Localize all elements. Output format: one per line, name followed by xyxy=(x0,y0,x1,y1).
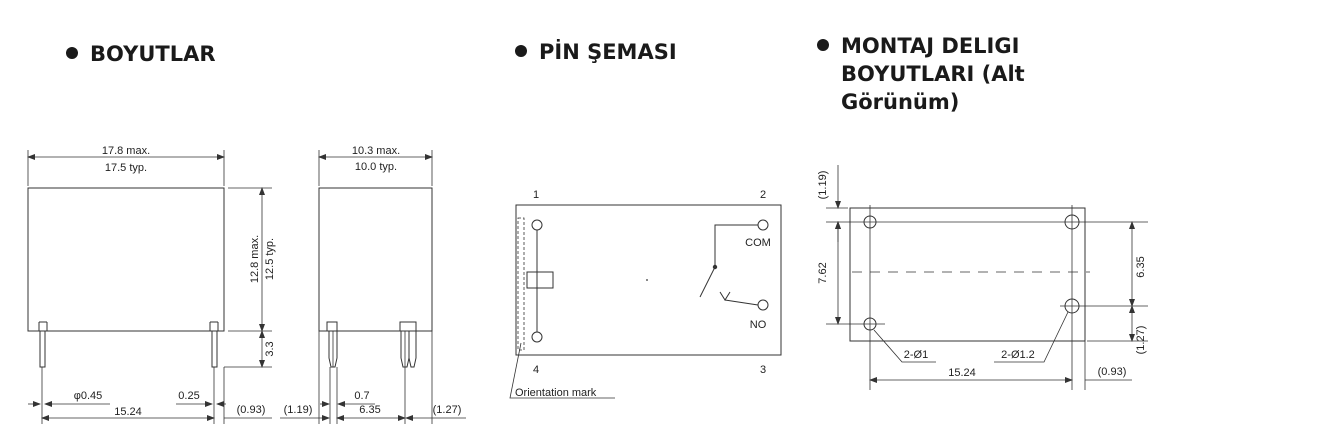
pin-diagram-outline xyxy=(515,204,782,356)
mount-height: 7.62 xyxy=(817,262,829,283)
relay-body-side xyxy=(318,187,433,332)
front-pin-right xyxy=(211,330,218,368)
coil-symbol xyxy=(526,271,554,289)
side-pin-width: 0.7 xyxy=(354,390,369,402)
pin-4-circle xyxy=(531,331,543,343)
pin-4-label: 4 xyxy=(533,364,539,376)
mount-width: 15.24 xyxy=(948,367,976,379)
com-label: COM xyxy=(745,237,771,249)
mount-bottom-offset: (1.27) xyxy=(1135,326,1147,355)
pin-1-circle xyxy=(531,219,543,231)
relay-body-front xyxy=(27,187,225,332)
front-pin-thickness: 0.25 xyxy=(178,390,199,402)
no-contact xyxy=(719,291,731,301)
mount-right-offset: (0.93) xyxy=(1098,366,1127,378)
bullet-icon xyxy=(66,47,78,59)
mounting-outline xyxy=(849,207,1086,342)
side-pin-pitch: 6.35 xyxy=(359,404,380,416)
front-width-typ: 17.5 typ. xyxy=(105,162,147,174)
orientation-mark-band xyxy=(517,217,525,351)
front-offset: (0.93) xyxy=(237,404,266,416)
hole-small-leader xyxy=(873,329,936,363)
mounting-view: (1.19) 7.62 6.35 (1.27) 2-Ø1 2-Ø1.2 15.2… xyxy=(817,165,1148,390)
side-view: 10.3 max. 10.0 typ. 0.7 (1.19) xyxy=(280,145,466,424)
orientation-mark-leader xyxy=(509,342,615,399)
side-pin-right-b xyxy=(408,331,417,368)
front-pin-diameter: φ0.45 xyxy=(74,390,103,402)
heading-mounting-holes: MONTAJ DELIGI BOYUTLARI (Alt Görünüm) xyxy=(817,32,1025,116)
pin-2-label: 2 xyxy=(760,189,766,201)
bullet-icon xyxy=(817,39,829,51)
front-pin-pitch: 15.24 xyxy=(114,406,142,418)
heading-pin-diagram: PİN ŞEMASI xyxy=(515,38,677,66)
side-depth-typ: 10.0 typ. xyxy=(355,161,397,173)
pin-1-label: 1 xyxy=(533,189,539,201)
switch-arm xyxy=(699,266,716,298)
front-view: 17.8 max. 17.5 typ. 12.8 max. 12.5 typ. … xyxy=(27,145,276,424)
bullet-icon xyxy=(515,45,527,57)
front-pin-length: 3.3 xyxy=(264,341,276,356)
pin-3-label: 3 xyxy=(760,364,766,376)
pin-3-circle xyxy=(757,299,769,311)
no-label: NO xyxy=(750,319,767,331)
front-pin-left xyxy=(39,330,46,368)
com-wire xyxy=(714,224,758,267)
orientation-mark-label: Orientation mark xyxy=(515,387,597,399)
mount-top-offset: (1.19) xyxy=(817,171,829,200)
pin-2-circle xyxy=(757,219,769,231)
hole-small-label: 2-Ø1 xyxy=(904,349,928,361)
front-height-typ: 12.5 typ. xyxy=(264,238,276,280)
heading-dimensions: BOYUTLAR xyxy=(66,40,216,68)
mount-pin-pitch-vertical: 6.35 xyxy=(1135,256,1147,277)
front-height-max: 12.8 max. xyxy=(249,235,261,283)
side-left-offset: (1.19) xyxy=(284,404,313,416)
front-width-max: 17.8 max. xyxy=(102,145,150,157)
side-depth-max: 10.3 max. xyxy=(352,145,400,157)
pin-diagram: 1 2 4 3 COM NO Orientation mark xyxy=(509,189,782,399)
hole-large-label: 2-Ø1.2 xyxy=(1001,349,1035,361)
side-right-offset: (1.27) xyxy=(433,404,462,416)
hole-large-leader xyxy=(994,311,1069,363)
